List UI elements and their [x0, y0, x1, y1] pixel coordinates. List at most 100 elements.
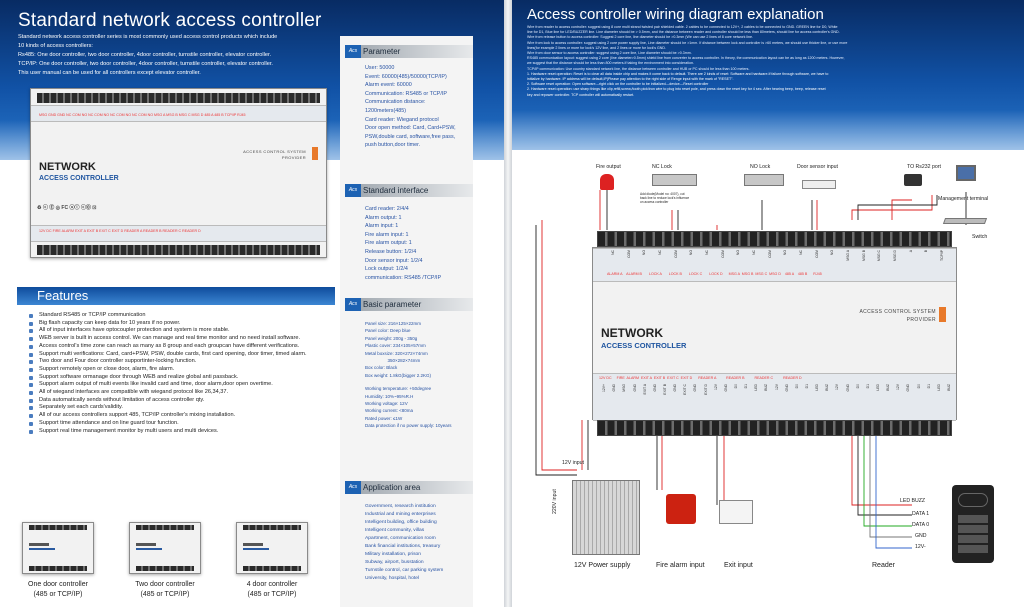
wiring-lines [535, 190, 967, 549]
spec-line: Fire alarm output: 1 [365, 240, 412, 247]
features-heading: Features [37, 288, 89, 303]
page-gutter [504, 0, 512, 607]
note-line: we suggest that the distance should be l… [527, 61, 695, 66]
feature-item: Separately set each cards'validity. [29, 404, 335, 412]
terminal-pin-label: COM [673, 250, 678, 258]
220v-input-label: 220V input [552, 489, 558, 514]
spec-line: Metal boxsize: 320×272×74mm [365, 350, 428, 356]
note-line: 2. Hardware reset operation: use sharp t… [527, 87, 826, 92]
brand-mark [939, 307, 946, 322]
terminal-pin-label: NO [783, 250, 788, 256]
feature-item: Support software ormanage door through W… [29, 374, 335, 382]
wiring-notes: Wire from reader to access controller: s… [527, 25, 1015, 98]
intro-line: Rs485: One door controller, two door con… [18, 51, 272, 58]
interface-heading: Standard interface [345, 184, 473, 197]
feature-item: All of our access controllers support 48… [29, 412, 335, 420]
no-lock-icon [744, 174, 784, 186]
controller-subname: ACCESS CONTROLLER [601, 341, 687, 350]
terminal-pin-label: BUZ [764, 384, 769, 391]
feature-item: Big flash capacity can keep data for 10 … [29, 320, 335, 328]
terminal-pin-label: MSG B [861, 250, 866, 261]
terminal-pin-label: D0 [916, 384, 921, 389]
fire-alarm-icon [666, 494, 696, 524]
terminal-pin-label: A [908, 250, 913, 253]
label-band-top [31, 105, 326, 122]
feature-item: Two door and Four door controller suppor… [29, 358, 335, 366]
terminal-pin-label: GND [845, 384, 850, 392]
spec-line: Plastic cover: 234×105×57mm [365, 343, 426, 349]
page-title: Standard network access controller [18, 10, 322, 31]
spec-line: Turnstile control, car parking system [365, 568, 444, 573]
door-sensor-label: Door sensor input [797, 164, 838, 170]
feature-item: WEB server is built in access control. W… [29, 335, 335, 343]
spec-line: User: 50000 [365, 65, 395, 71]
model-thumb-two-door [129, 522, 201, 574]
acs-line: ACCESS CONTROL SYSTEM [243, 149, 306, 154]
spec-line: Fire alarm input: 1 [365, 231, 409, 238]
spec-line: Box color: Black [365, 365, 398, 371]
spec-line: Apartment, communication room [365, 536, 436, 541]
parameter-heading: Parameter [345, 45, 473, 58]
model-caption-name: Two door controller [135, 581, 195, 588]
nc-lock-icon [652, 174, 697, 186]
controller-name: NETWORK [601, 326, 663, 340]
terminal-strip-bottom [597, 420, 952, 436]
spec-line: Lock output: 1/2/4 [365, 266, 408, 273]
no-lock-label: NO Lock [750, 164, 771, 170]
spec-line: University, hospital, hotel [365, 576, 420, 581]
model-thumb-one-door [22, 522, 94, 574]
spec-line: Intelligent community, villas [365, 528, 425, 533]
terminal-pin-label: MSG [622, 384, 627, 392]
model-caption: Two door controller(485 or TCP/IP) [110, 580, 220, 600]
application-heading: Application area [345, 481, 473, 494]
spec-line: Government, research institution [365, 504, 436, 509]
rs232-label: TO Rs232 port [907, 164, 941, 170]
right-page: Access controller wiring diagram explana… [512, 0, 1024, 607]
features-header: Features [17, 287, 335, 305]
terminal-pin-label: MSG D [893, 250, 898, 262]
feature-item: All of wiegand interfaces are compatible… [29, 389, 335, 397]
terminal-labels-top: MSG GND GND NC COM NO NC COM NO NC COM N… [39, 113, 246, 117]
spec-line: Box weight: 1.8kG(bigger 2.2KG) [365, 372, 432, 378]
data1-label: DATA 1 [912, 511, 930, 517]
spec-line: Alarm event: 60000 [365, 82, 412, 89]
model-thumb-four-door [236, 522, 308, 574]
spec-line: Military installation, prison [365, 552, 421, 557]
switch-icon [942, 218, 988, 224]
terminal-pin-label: COM [814, 250, 819, 258]
terminal-pin-label: D0 [794, 384, 799, 389]
spec-sidebar [340, 36, 473, 607]
terminal-pin-label: NO [642, 250, 647, 256]
bottom-group-labels: 12V DC FIRE ALARM EXIT A EXIT B EXIT C E… [599, 376, 802, 380]
note-line: TCP/IP communication: Use country standa… [527, 66, 750, 71]
note-line: Wire from door sensor to access controll… [527, 51, 692, 56]
acs-line: PROVIDER [281, 155, 306, 160]
terminal-pin-label: D1 [744, 384, 749, 389]
spec-line: Alarm input: 1 [365, 223, 399, 230]
terminal-pin-label: EXIT B [662, 384, 667, 395]
terminal-pin-label: GND [693, 384, 698, 392]
terminal-pin-label: 12V [774, 384, 779, 391]
terminal-pin-label: GND [673, 384, 678, 392]
parameter-list: User: 50000 Event: 60000(485)/50000(TCP/… [365, 64, 473, 150]
terminal-pin-label: NC [799, 250, 804, 255]
certification-logos: ♻ ⓒ Ⓔ ◎ FC ⓤⓛ ⓒ⓪ ⊡ [37, 205, 97, 211]
terminal-pin-label: B [924, 250, 929, 253]
terminal-pin-label: GND [632, 384, 637, 392]
intro-line: This user manual can be used for all con… [18, 69, 201, 76]
spec-line: Working current: <80ma [365, 408, 414, 414]
intro-line: TCP/IP: One door controller, two door co… [18, 60, 273, 67]
terminal-pin-label: 12V+ [602, 384, 607, 393]
terminal-pin-label: 12V [713, 384, 718, 391]
terminal-pin-label: GND [723, 384, 728, 392]
terminal-pin-label: EXIT C [683, 384, 688, 395]
note-line: RS485 communication layout: suggest usin… [527, 56, 845, 61]
terminal-pin-label: COM [720, 250, 725, 258]
management-label: Management terminal [938, 196, 989, 202]
terminal-pin-label: D1 [804, 384, 809, 389]
intro-text: Standard network access controller serie… [18, 33, 340, 78]
spec-line: PSW,double card, software,free pass, [365, 133, 456, 140]
terminal-pin-label: GND [784, 384, 789, 392]
interface-list: Card reader: 2/4/4 Alarm output: 1 Alarm… [365, 205, 473, 282]
